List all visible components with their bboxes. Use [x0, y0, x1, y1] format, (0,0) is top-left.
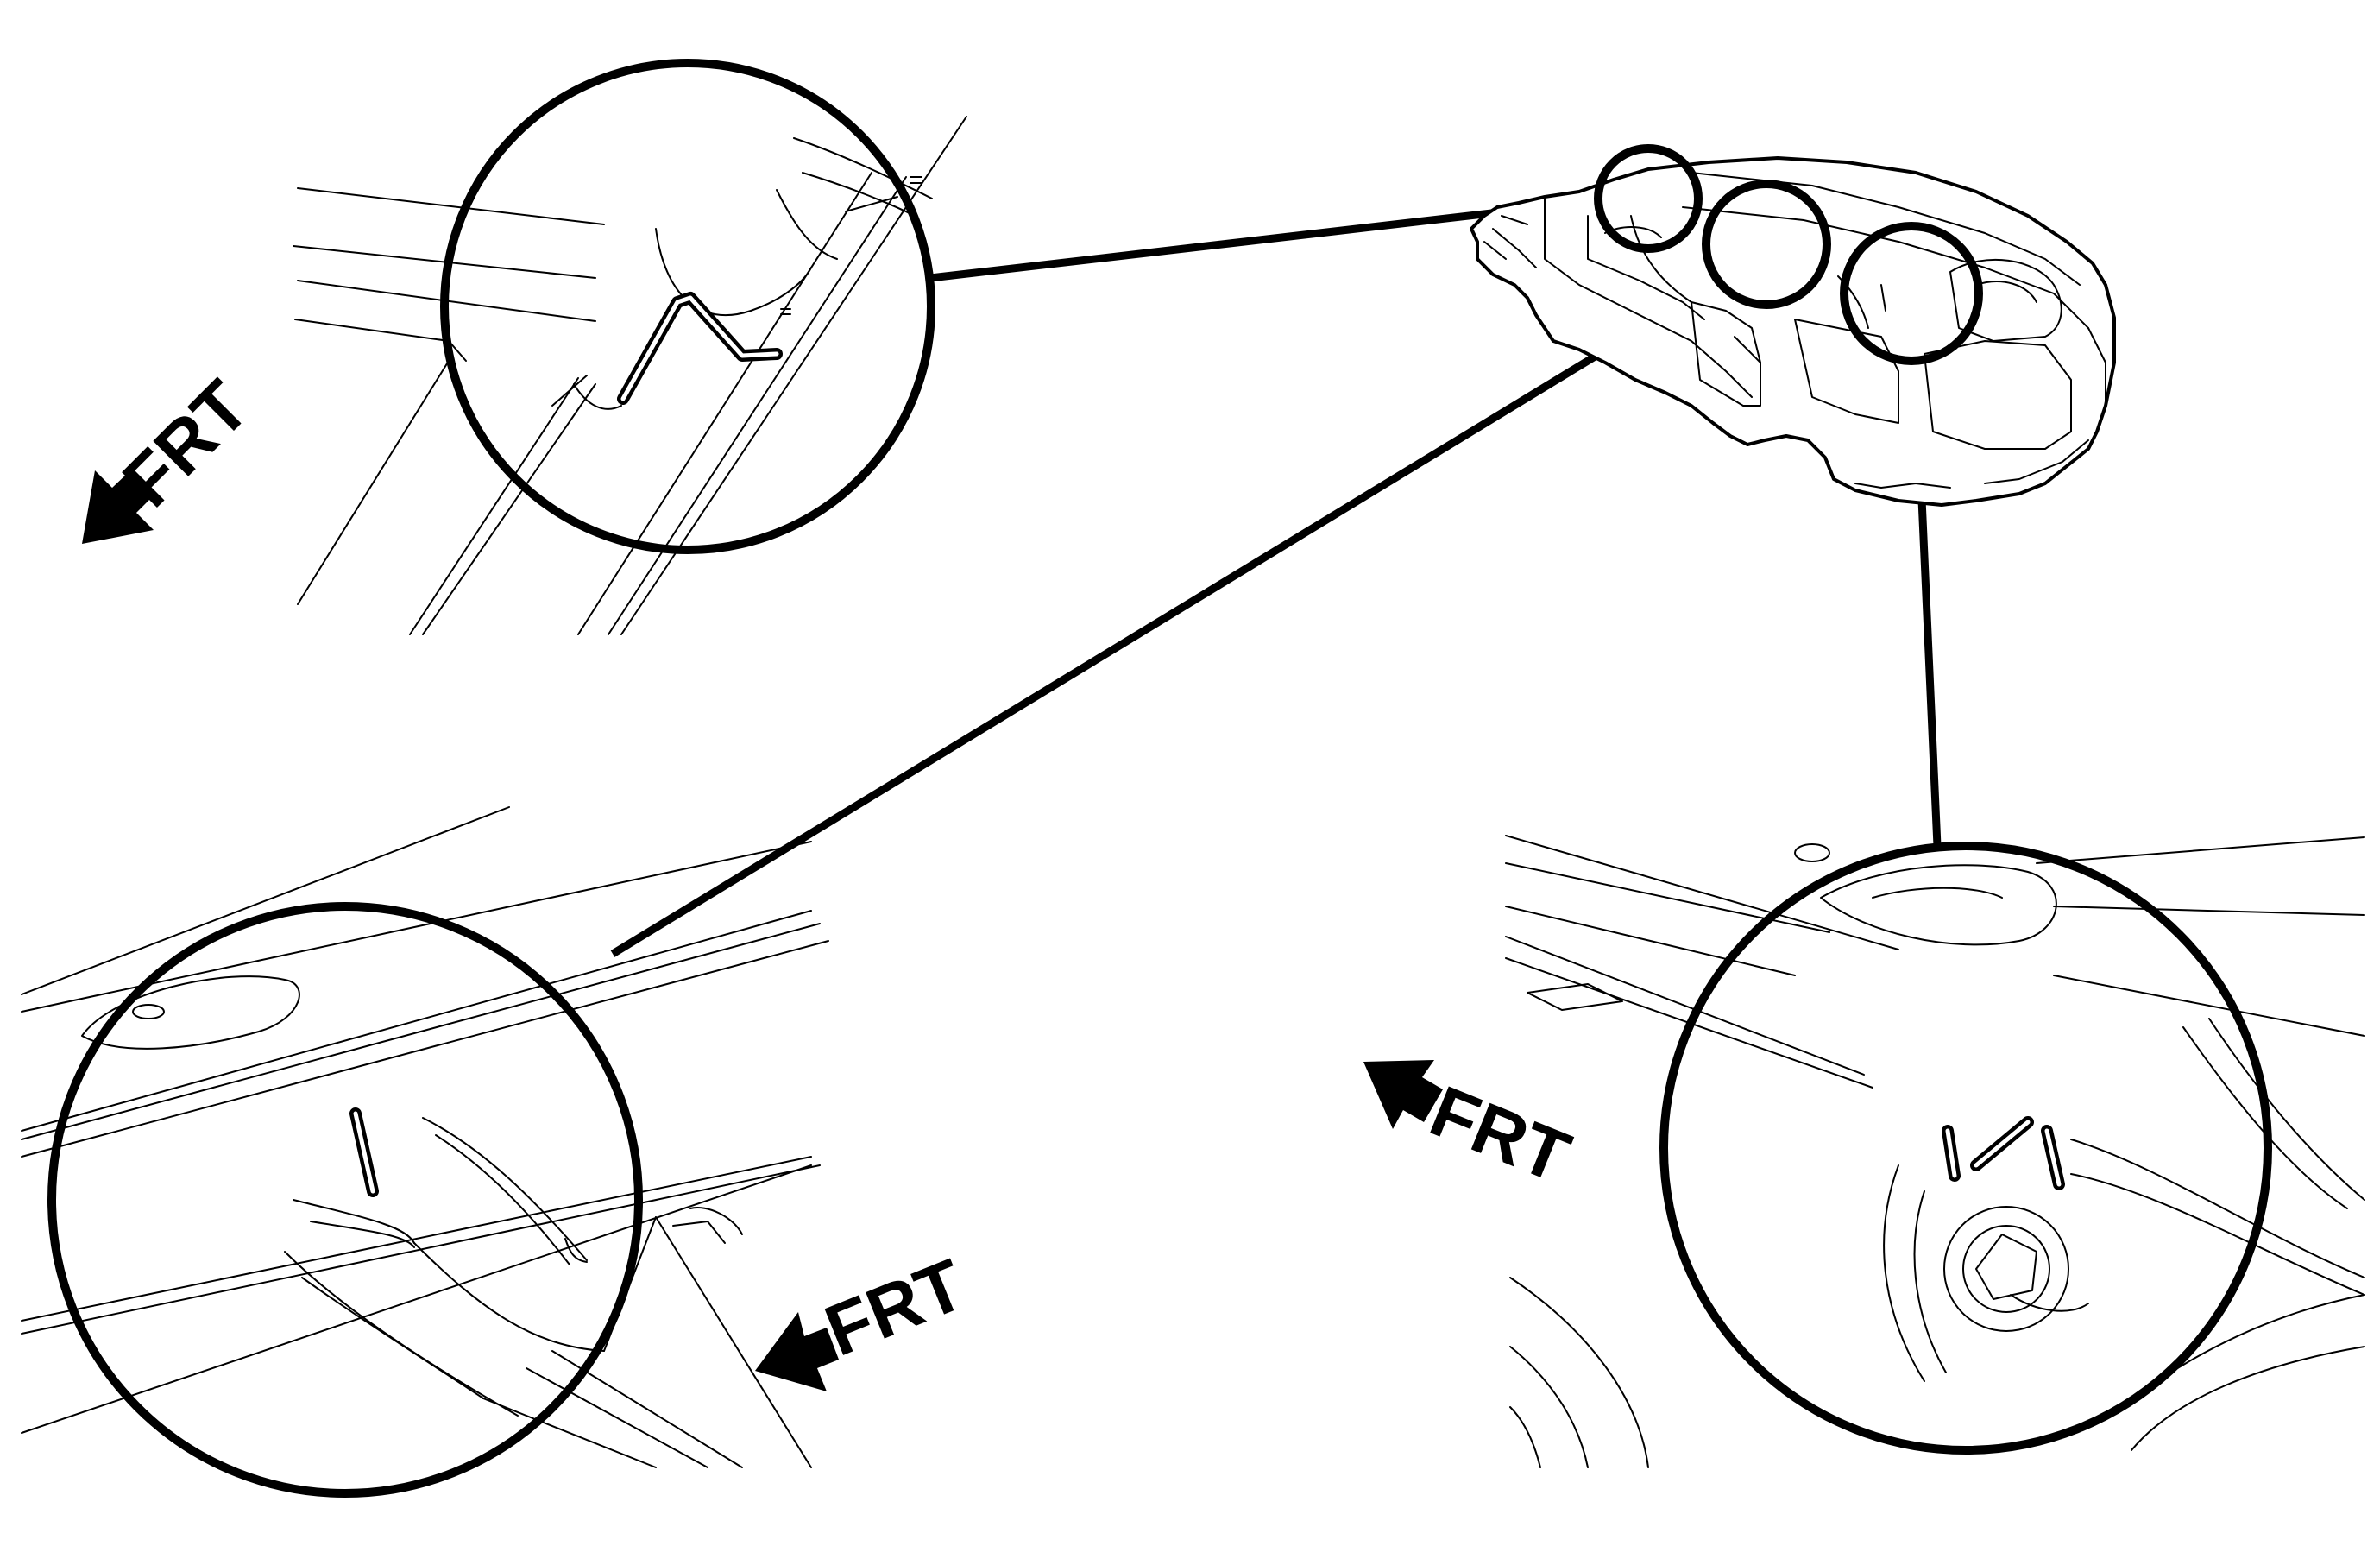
overview-circle-3	[1840, 222, 1983, 365]
leader-line-bottom-left	[610, 280, 1718, 957]
detail-bottom-left	[21, 806, 829, 1498]
sealant-bead-bottom-right	[1942, 1116, 2065, 1190]
detail-bottom-right-sketch	[1505, 835, 2365, 1468]
sealant-bead-bottom-left	[349, 1107, 379, 1197]
frt-label: FRT	[1420, 1070, 1581, 1198]
frt-arrow-icon	[755, 1312, 839, 1391]
detail-circle-bottom-left	[47, 902, 643, 1498]
frt-indicator-bottom-left: FRT	[755, 1243, 975, 1391]
vehicle-body-outline	[1470, 156, 2116, 507]
detail-bottom-left-sketch	[21, 806, 829, 1468]
frt-arrow-icon	[1363, 1060, 1443, 1129]
overview-circle-1	[1594, 144, 1703, 253]
detail-circle-bottom-right	[1659, 842, 2272, 1455]
overview-circle-2	[1702, 180, 1831, 309]
frt-label: FRT	[815, 1243, 976, 1371]
detail-bottom-right	[1505, 835, 2365, 1468]
frt-indicator-top-left: FRT	[82, 365, 264, 544]
detail-circle-top-left	[440, 59, 935, 554]
frt-indicator-bottom-right: FRT	[1363, 1060, 1581, 1198]
frt-arrow-icon	[82, 470, 154, 544]
detail-top-left	[293, 59, 967, 635]
vehicle-body-overview	[1470, 144, 2116, 507]
sealant-bead-top-left	[617, 292, 783, 405]
vehicle-body-detail	[1483, 172, 2106, 489]
